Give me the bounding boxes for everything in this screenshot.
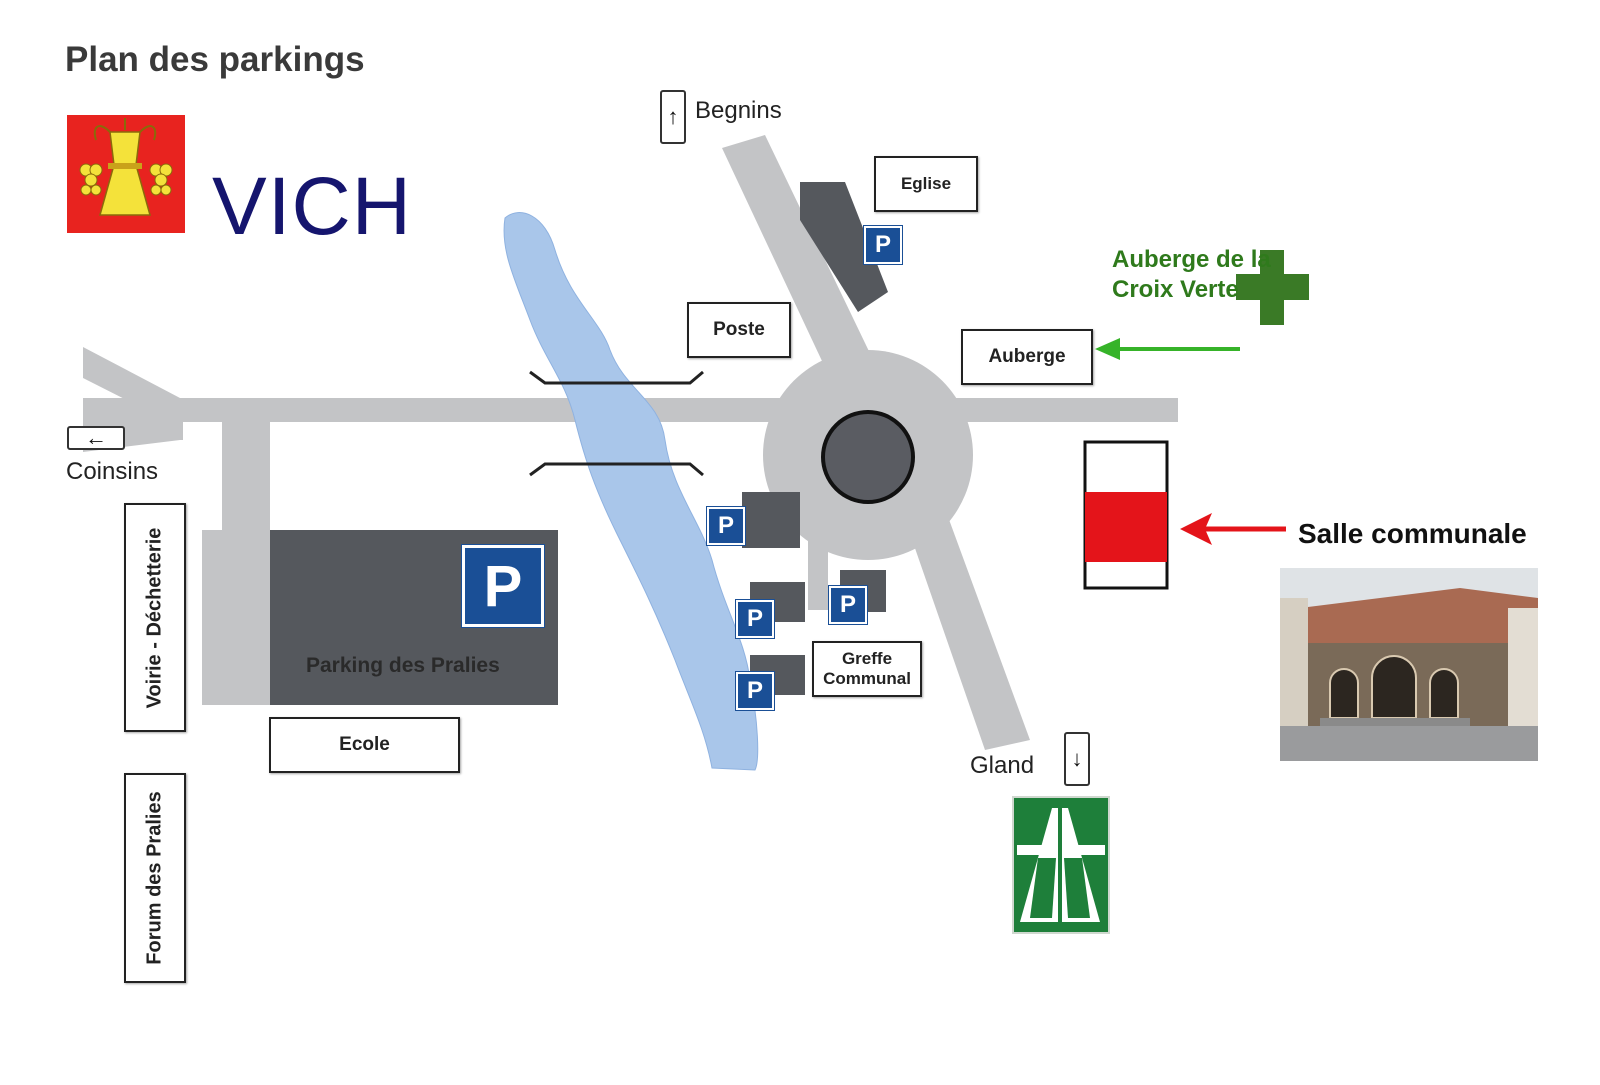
building-auberge: Auberge — [961, 329, 1093, 385]
bridge — [529, 370, 704, 477]
building-poste: Poste — [687, 302, 791, 358]
forum-label: Forum des Pralies — [143, 791, 166, 965]
parking-sign-south-1: P — [736, 600, 774, 638]
parking-sign-south-3: P — [736, 672, 774, 710]
building-ecole: Ecole — [269, 717, 460, 773]
parking-sign-roundabout-west: P — [707, 507, 745, 545]
salle-communale-photo — [1280, 568, 1538, 761]
road-south-branch — [222, 420, 270, 535]
salle-communale-highlight — [1085, 492, 1167, 562]
motorway-icon — [1012, 796, 1110, 934]
road-access-lot — [202, 530, 272, 705]
parking-sign-south-2: P — [829, 586, 867, 624]
direction-begnins: Begnins — [695, 97, 782, 124]
parking-pralies-label: Parking des Pralies — [306, 654, 500, 677]
greffe-line-2: Communal — [823, 669, 911, 688]
building-voirie-dechetterie: Voirie - Déchetterie — [124, 503, 186, 732]
voirie-label: Voirie - Déchetterie — [143, 527, 166, 708]
river — [503, 212, 759, 771]
road-south-gland — [900, 495, 1030, 750]
begnins-arrow-icon: ↑ — [660, 90, 686, 144]
coinsins-arrow-icon: ← — [67, 425, 125, 450]
greffe-line-1: Greffe — [841, 649, 893, 668]
parking-sign-eglise: P — [864, 226, 902, 264]
salle-communale-label: Salle communale — [1298, 518, 1527, 549]
gland-arrow-icon: ↓ — [1064, 732, 1090, 786]
auberge-pointer-arrow — [1095, 338, 1240, 360]
parking-sign-pralies: P — [462, 545, 544, 627]
roads — [83, 135, 1178, 750]
direction-gland: Gland — [970, 752, 1035, 779]
auberge-croix-verte-label: Auberge de la Croix Verte — [1112, 246, 1271, 303]
salle-pointer-arrow — [1180, 513, 1286, 545]
wheat-sheaf-crest-icon — [67, 115, 185, 233]
page-title: Plan des parkings — [65, 40, 365, 79]
direction-coinsins: Coinsins — [66, 458, 159, 485]
road-main-east-west — [170, 398, 1178, 422]
building-eglise: Eglise — [874, 156, 978, 212]
auberge-cross-icon — [1236, 250, 1309, 325]
parking-lot-eglise — [800, 182, 888, 312]
parking-lot-west-roundabout — [742, 492, 800, 548]
municipality-name: VICH — [212, 161, 412, 252]
building-greffe-communal: Greffe Communal — [812, 641, 922, 697]
roundabout-center — [821, 410, 915, 504]
road-north-begnins — [722, 135, 890, 410]
building-forum-des-pralies: Forum des Pralies — [124, 773, 186, 983]
